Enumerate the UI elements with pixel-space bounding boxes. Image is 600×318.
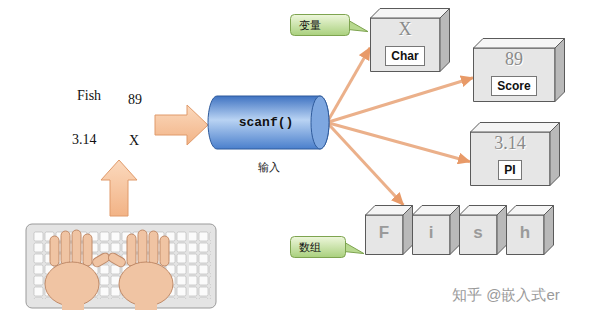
callout-text: 数组 bbox=[290, 236, 346, 258]
cube-front bbox=[474, 48, 556, 102]
watermark: 知乎 @嵌入式er bbox=[452, 286, 560, 305]
type-label: PI bbox=[498, 160, 521, 180]
type-label: Score bbox=[491, 76, 536, 96]
variable-box: X Char bbox=[370, 8, 450, 72]
connector-arrow bbox=[327, 123, 470, 162]
cube-front bbox=[413, 215, 451, 255]
callout-tag: 变量 bbox=[290, 14, 350, 36]
cylinder-end bbox=[311, 96, 329, 149]
cylinder-text-area: scanf() bbox=[208, 95, 324, 150]
cube-side bbox=[555, 39, 565, 102]
cube-side bbox=[550, 123, 560, 186]
box-content: F bbox=[365, 215, 403, 255]
cube-top bbox=[471, 123, 560, 133]
cylinder-body bbox=[208, 96, 329, 149]
variable-box: 89Score bbox=[473, 38, 565, 102]
value-text: 89 bbox=[505, 49, 523, 69]
cylinder-caption: 输入 bbox=[208, 157, 330, 175]
box-content: h bbox=[506, 215, 544, 255]
cube-side bbox=[450, 206, 460, 255]
input-value: Fish bbox=[77, 88, 101, 104]
box-content: X Char bbox=[370, 18, 440, 72]
caption-text: 输入 bbox=[258, 161, 280, 173]
function-cylinder: scanf() 输入 bbox=[208, 95, 330, 176]
callout-tail bbox=[347, 20, 368, 32]
cube-front bbox=[507, 215, 545, 255]
array-element: i bbox=[429, 223, 434, 243]
callout-tag: 数组 bbox=[290, 236, 346, 258]
function-name: scanf() bbox=[239, 115, 294, 130]
cube-top bbox=[474, 39, 565, 49]
input-value: 3.14 bbox=[72, 132, 97, 148]
input-value: 89 bbox=[128, 92, 142, 108]
value-text: 3.14 bbox=[494, 133, 526, 153]
box-content: 89Score bbox=[473, 48, 555, 102]
array-cell: F bbox=[365, 205, 413, 255]
array-cell: i bbox=[412, 205, 460, 255]
array-element: F bbox=[379, 223, 389, 243]
connector-arrow bbox=[327, 123, 403, 206]
variable-box: 3.14PI bbox=[470, 122, 560, 186]
callout-body bbox=[291, 15, 350, 36]
callout-body bbox=[291, 237, 346, 258]
up-block-arrow bbox=[101, 160, 137, 216]
cube-front bbox=[460, 215, 498, 255]
node-outline bbox=[412, 205, 460, 255]
array-element: h bbox=[520, 223, 530, 243]
node-outline bbox=[459, 205, 507, 255]
array-cell: h bbox=[506, 205, 554, 255]
callout-tail bbox=[343, 242, 364, 254]
connector-arrow bbox=[327, 78, 473, 123]
cube-front bbox=[471, 132, 551, 186]
cube-front bbox=[371, 18, 441, 72]
box-content: s bbox=[459, 215, 497, 255]
keyboard-illustration bbox=[26, 224, 216, 310]
cube-side bbox=[497, 206, 507, 255]
cube-front bbox=[366, 215, 404, 255]
value-text: X bbox=[399, 19, 412, 39]
array-cell: s bbox=[459, 205, 507, 255]
callout-text: 变量 bbox=[290, 14, 350, 36]
cube-side bbox=[403, 206, 413, 255]
cube-top bbox=[371, 9, 450, 19]
box-content: 3.14PI bbox=[470, 132, 550, 186]
box-content: i bbox=[412, 215, 450, 255]
right-block-arrow bbox=[155, 105, 208, 145]
array-element: s bbox=[473, 223, 482, 243]
input-value: X bbox=[129, 133, 139, 149]
cube-side bbox=[440, 9, 450, 72]
cube-side bbox=[544, 206, 554, 255]
type-label: Char bbox=[385, 46, 424, 66]
